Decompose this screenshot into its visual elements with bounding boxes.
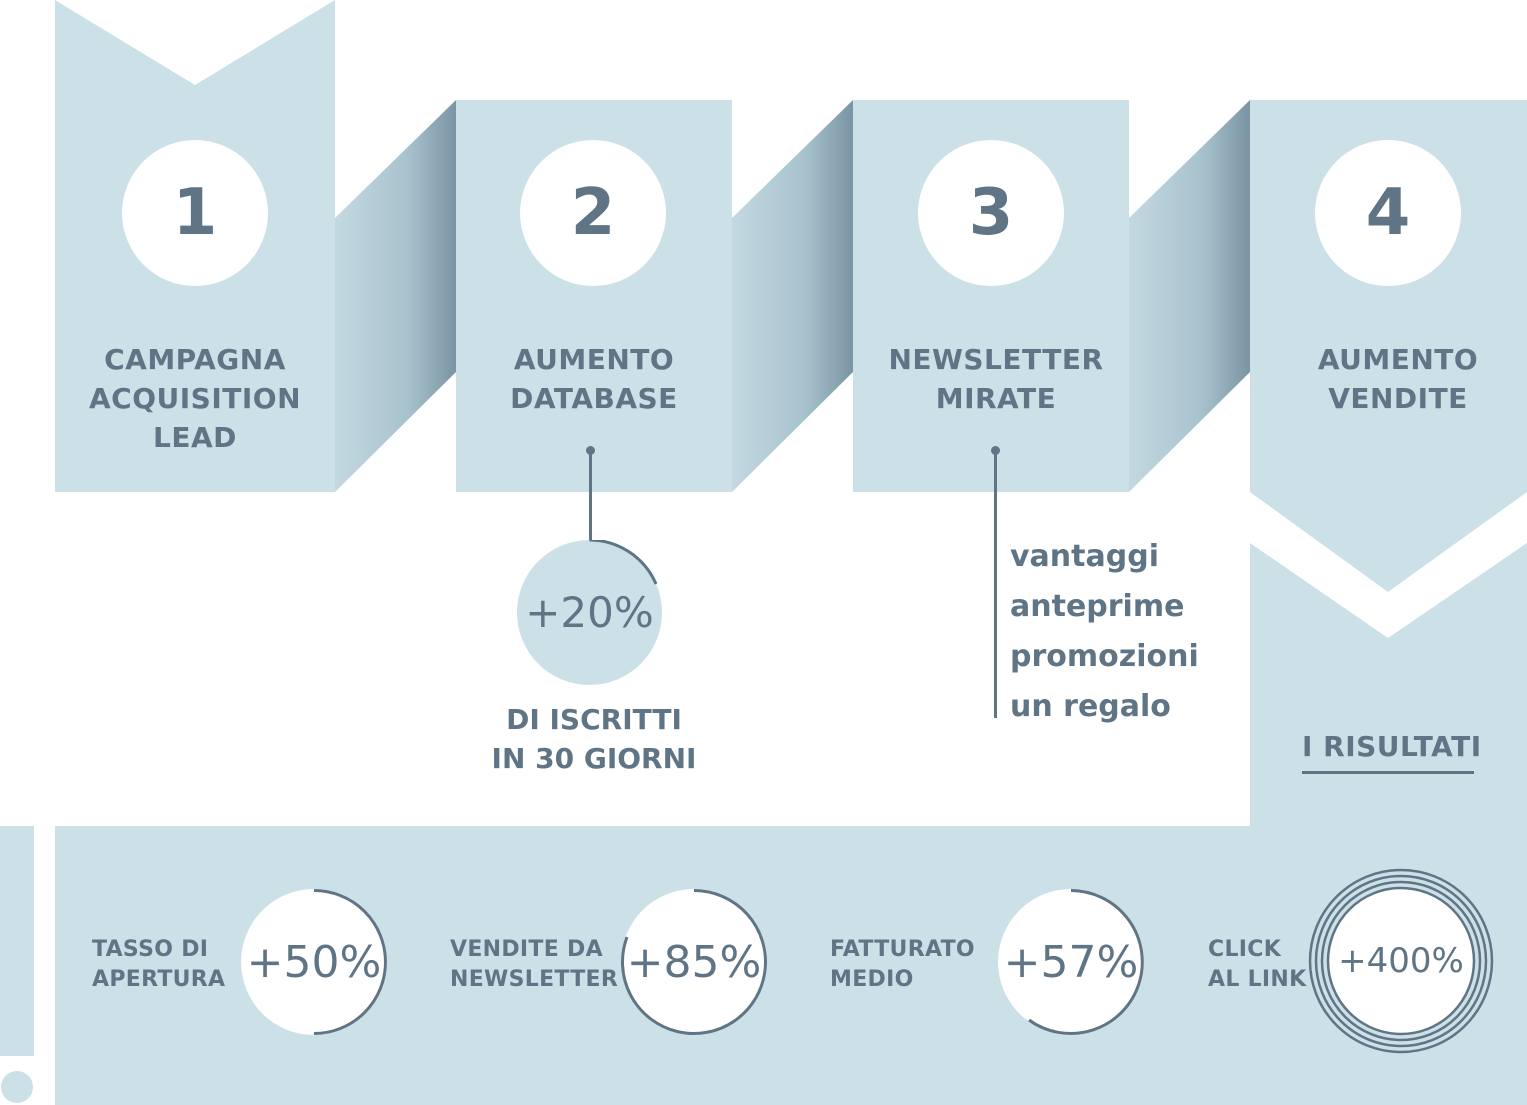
step-4-number: 4 <box>1365 176 1411 250</box>
caption-line: IN 30 GIORNI <box>491 742 697 775</box>
kpi-1-arc <box>313 889 387 1035</box>
step-4-title: AUMENTO VENDITE <box>1260 340 1527 418</box>
step-2-title-line: AUMENTO <box>513 343 675 376</box>
exclamation-dot <box>1 1071 33 1103</box>
kpi-4-value: +400% <box>1338 941 1464 981</box>
kpi-1-value: +50% <box>246 936 382 988</box>
kpi-2-circle: +85% <box>621 889 767 1035</box>
kpi-2-arc <box>621 889 767 1035</box>
step-1-number-circle: 1 <box>122 140 268 286</box>
step-2-title: AUMENTO DATABASE <box>456 340 732 418</box>
exclamation-bar <box>0 826 34 1056</box>
step-3-number-circle: 3 <box>918 140 1064 286</box>
fold-3-4 <box>1129 100 1250 492</box>
kpi-label-line: CLICK <box>1208 937 1282 962</box>
kpi-2-value: +85% <box>626 936 762 988</box>
step-4-title-line: VENDITE <box>1328 382 1468 415</box>
step-3-number: 3 <box>968 176 1014 250</box>
kpi-label-line: APERTURA <box>92 967 226 992</box>
kpi-4-rings <box>1308 868 1494 1054</box>
step-3-title: NEWSLETTER MIRATE <box>853 340 1139 418</box>
database-growth-circle <box>517 540 662 685</box>
kpi-4-label: CLICK AL LINK <box>1208 935 1306 995</box>
benefit-item: vantaggi <box>1010 539 1159 574</box>
kpi-label-line: VENDITE DA <box>450 937 603 962</box>
step-1-title-line: ACQUISITION <box>88 382 301 415</box>
benefits-connector-line <box>994 450 997 718</box>
kpi-label-line: FATTURATO <box>830 937 975 962</box>
kpi-label-line: AL LINK <box>1208 967 1307 992</box>
kpi-2-label: VENDITE DA NEWSLETTER <box>450 935 618 995</box>
step-2-title-line: DATABASE <box>510 382 678 415</box>
fold-2-3 <box>732 100 853 492</box>
step-1-title: CAMPAGNA ACQUISITION LEAD <box>55 340 335 457</box>
results-title: I RISULTATI <box>1302 730 1482 763</box>
kpi-3-circle: +57% <box>998 889 1144 1035</box>
step-1-number: 1 <box>172 176 218 250</box>
database-growth-caption: DI ISCRITTI IN 30 GIORNI <box>456 700 732 778</box>
caption-line: DI ISCRITTI <box>506 703 682 736</box>
newsletter-benefits-list: vantaggi anteprime promozioni un regalo <box>1010 532 1199 732</box>
step-4-title-line: AUMENTO <box>1317 343 1479 376</box>
step-2-number-circle: 2 <box>520 140 666 286</box>
database-growth-value: +20% <box>525 588 654 637</box>
kpi-label-line: NEWSLETTER <box>450 967 619 992</box>
benefit-item: anteprime <box>1010 589 1185 624</box>
fold-1-2 <box>335 100 456 492</box>
kpi-1-label: TASSO DI APERTURA <box>92 935 225 995</box>
step-1-title-line: LEAD <box>153 421 237 454</box>
results-title-underline <box>1302 771 1474 774</box>
kpi-3-value: +57% <box>1003 936 1139 988</box>
database-connector-line <box>589 450 592 540</box>
kpi-label-line: TASSO DI <box>92 937 209 962</box>
results-panel <box>55 543 1527 1105</box>
step-3-title-line: NEWSLETTER <box>888 343 1104 376</box>
step-4-number-circle: 4 <box>1315 140 1461 286</box>
step-1-title-line: CAMPAGNA <box>104 343 286 376</box>
step-2-number: 2 <box>570 176 616 250</box>
kpi-3-label: FATTURATO MEDIO <box>830 935 975 995</box>
benefit-item: promozioni <box>1010 639 1199 674</box>
benefit-item: un regalo <box>1010 689 1171 724</box>
kpi-label-line: MEDIO <box>830 967 914 992</box>
database-growth-arc <box>589 540 658 585</box>
kpi-3-arc <box>1028 889 1144 1035</box>
kpi-1-circle: +50% <box>241 889 387 1035</box>
step-3-title-line: MIRATE <box>935 382 1057 415</box>
